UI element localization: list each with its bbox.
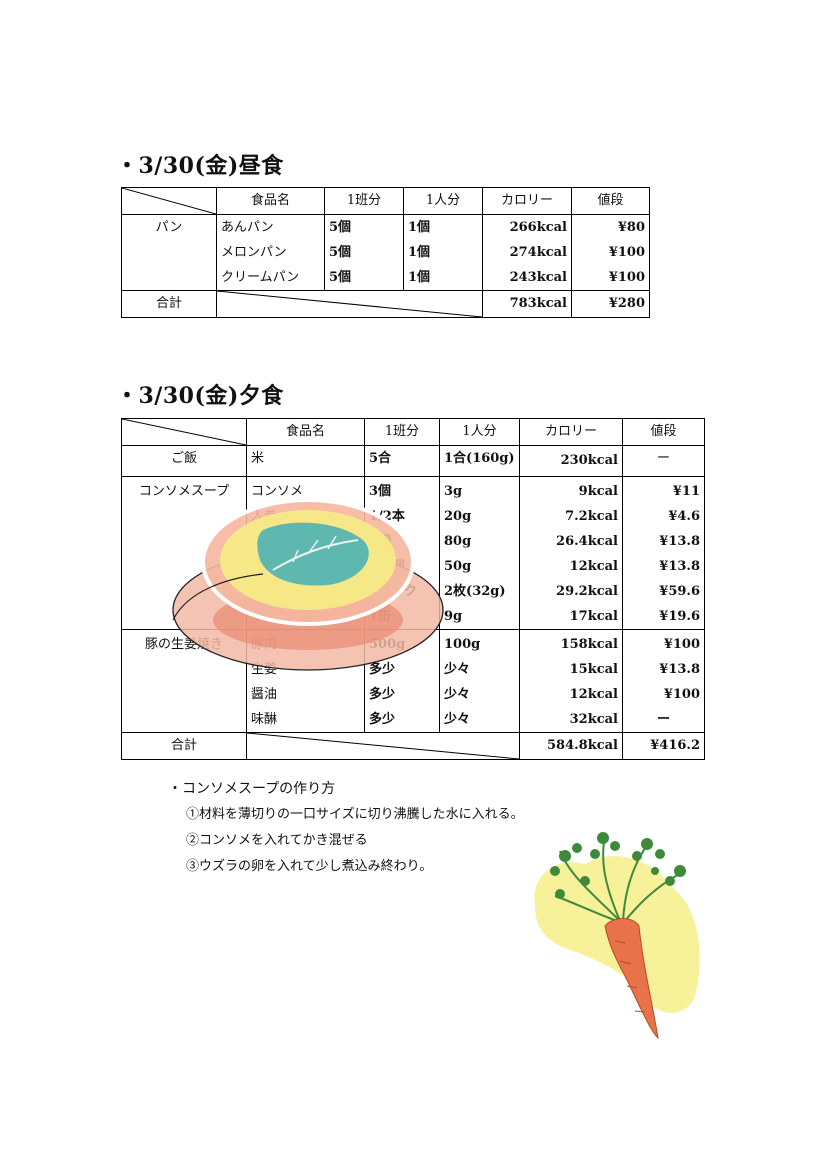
dinner-total-blank <box>246 732 520 760</box>
dinner-rice-group: 5合 <box>364 445 440 477</box>
dinner-header-calorie: カロリー <box>519 418 623 446</box>
list-item: 人参 <box>251 509 278 524</box>
lunch-person-amounts: 1個 1個 1個 <box>403 214 483 291</box>
dinner-total-calorie: 584.8kcal <box>519 732 623 760</box>
dinner-header-price: 値段 <box>622 418 705 446</box>
dinner-category-rice: ご飯 <box>121 445 247 477</box>
lunch-header-calorie: カロリー <box>482 187 572 215</box>
dinner-pork-food-names: 豚肉 生姜 醤油 味醂 <box>246 629 365 733</box>
list-item: キャベツ <box>251 559 304 574</box>
dinner-pork-price: ¥100 ¥13.8 ¥100 ー <box>622 629 705 733</box>
list-item: 醤油 <box>251 687 278 702</box>
list-item: あんパン <box>221 220 274 235</box>
list-item: ロースハム <box>251 584 316 599</box>
lunch-prices: ¥80 ¥100 ¥100 <box>571 214 650 291</box>
dinner-soup-calorie: 9kcal 7.2kcal 26.4kcal 12kcal 29.2kcal 1… <box>519 476 623 630</box>
lunch-food-names: あんパン メロンパン クリームパン <box>216 214 325 291</box>
lunch-header-price: 値段 <box>571 187 650 215</box>
list-item: メロンパン <box>221 245 287 260</box>
dinner-rice-calorie: 230kcal <box>519 445 623 477</box>
dinner-title: ・3/30(金)夕食 <box>116 383 284 409</box>
lunch-total-price: ¥280 <box>571 290 650 318</box>
list-item: 米 <box>246 445 365 477</box>
dinner-header-person: 1人分 <box>439 418 520 446</box>
list-item: 生姜 <box>251 662 278 677</box>
lunch-title: ・3/30(金)昼食 <box>116 153 284 179</box>
dinner-soup-food-names: コンソメ 人参 タマネギ キャベツ ロースハム ウズラの卵 <box>246 476 365 630</box>
list-item: コンソメ <box>251 484 304 499</box>
dinner-pork-calorie: 158kcal 15kcal 12kcal 32kcal <box>519 629 623 733</box>
dinner-total-label: 合計 <box>121 732 247 760</box>
recipe-title: ・コンソメスープの作り方 <box>168 781 336 797</box>
lunch-header-food: 食品名 <box>216 187 325 215</box>
recipe-step: ①材料を薄切りの一口サイズに切り沸騰した水に入れる。 <box>186 807 524 822</box>
lunch-total-label: 合計 <box>121 290 217 318</box>
dinner-pork-group: 500g 多少 多少 多少 <box>364 629 440 733</box>
dinner-pork-person: 100g 少々 少々 少々 <box>439 629 520 733</box>
list-item: クリームパン <box>221 270 300 285</box>
lunch-total-calorie: 783kcal <box>482 290 572 318</box>
list-item: ウズラの卵 <box>251 609 317 624</box>
lunch-table: 食品名 1班分 1人分 カロリー 値段 パン あんパン メロンパン クリームパン… <box>121 187 650 318</box>
lunch-calories: 266kcal 274kcal 243kcal <box>482 214 572 291</box>
dinner-total-price: ¥416.2 <box>622 732 705 760</box>
lunch-header-corner <box>121 187 217 215</box>
lunch-group-amounts: 5個 5個 5個 <box>324 214 404 291</box>
recipe-step: ③ウズラの卵を入れて少し煮込み終わり。 <box>186 859 433 874</box>
list-item: 豚肉 <box>251 637 278 652</box>
dinner-rice-person: 1合(160g) <box>439 445 520 477</box>
dinner-soup-person: 3g 20g 80g 50g 2枚(32g) 9g <box>439 476 520 630</box>
dinner-rice-price: ー <box>622 445 705 477</box>
recipe-step: ②コンソメを入れてかき混ぜる <box>186 833 368 848</box>
dinner-category-pork: 豚の生姜焼き <box>121 629 247 733</box>
dinner-category-soup: コンソメスープ <box>121 476 247 630</box>
dinner-header-corner <box>121 418 247 446</box>
list-item: タマネギ <box>251 534 304 549</box>
lunch-category: パン <box>121 214 217 291</box>
lunch-header-group: 1班分 <box>324 187 404 215</box>
carrot-illustration <box>534 832 700 1040</box>
lunch-header-person: 1人分 <box>403 187 483 215</box>
lunch-total-blank <box>216 290 483 318</box>
dinner-header-food: 食品名 <box>246 418 365 446</box>
dinner-soup-group: 3個 1/2本 2個 1/4個 2パック 1缶 <box>364 476 440 630</box>
dinner-header-group: 1班分 <box>364 418 440 446</box>
dinner-soup-price: ¥11 ¥4.6 ¥13.8 ¥13.8 ¥59.6 ¥19.6 <box>622 476 705 630</box>
list-item: 味醂 <box>251 712 278 727</box>
dinner-table: 食品名 1班分 1人分 カロリー 値段 ご飯 米 5合 1合(160g) 230… <box>121 418 705 760</box>
recipe-section: ・コンソメスープの作り方 ①材料を薄切りの一口サイズに切り沸騰した水に入れる。 … <box>168 776 524 880</box>
